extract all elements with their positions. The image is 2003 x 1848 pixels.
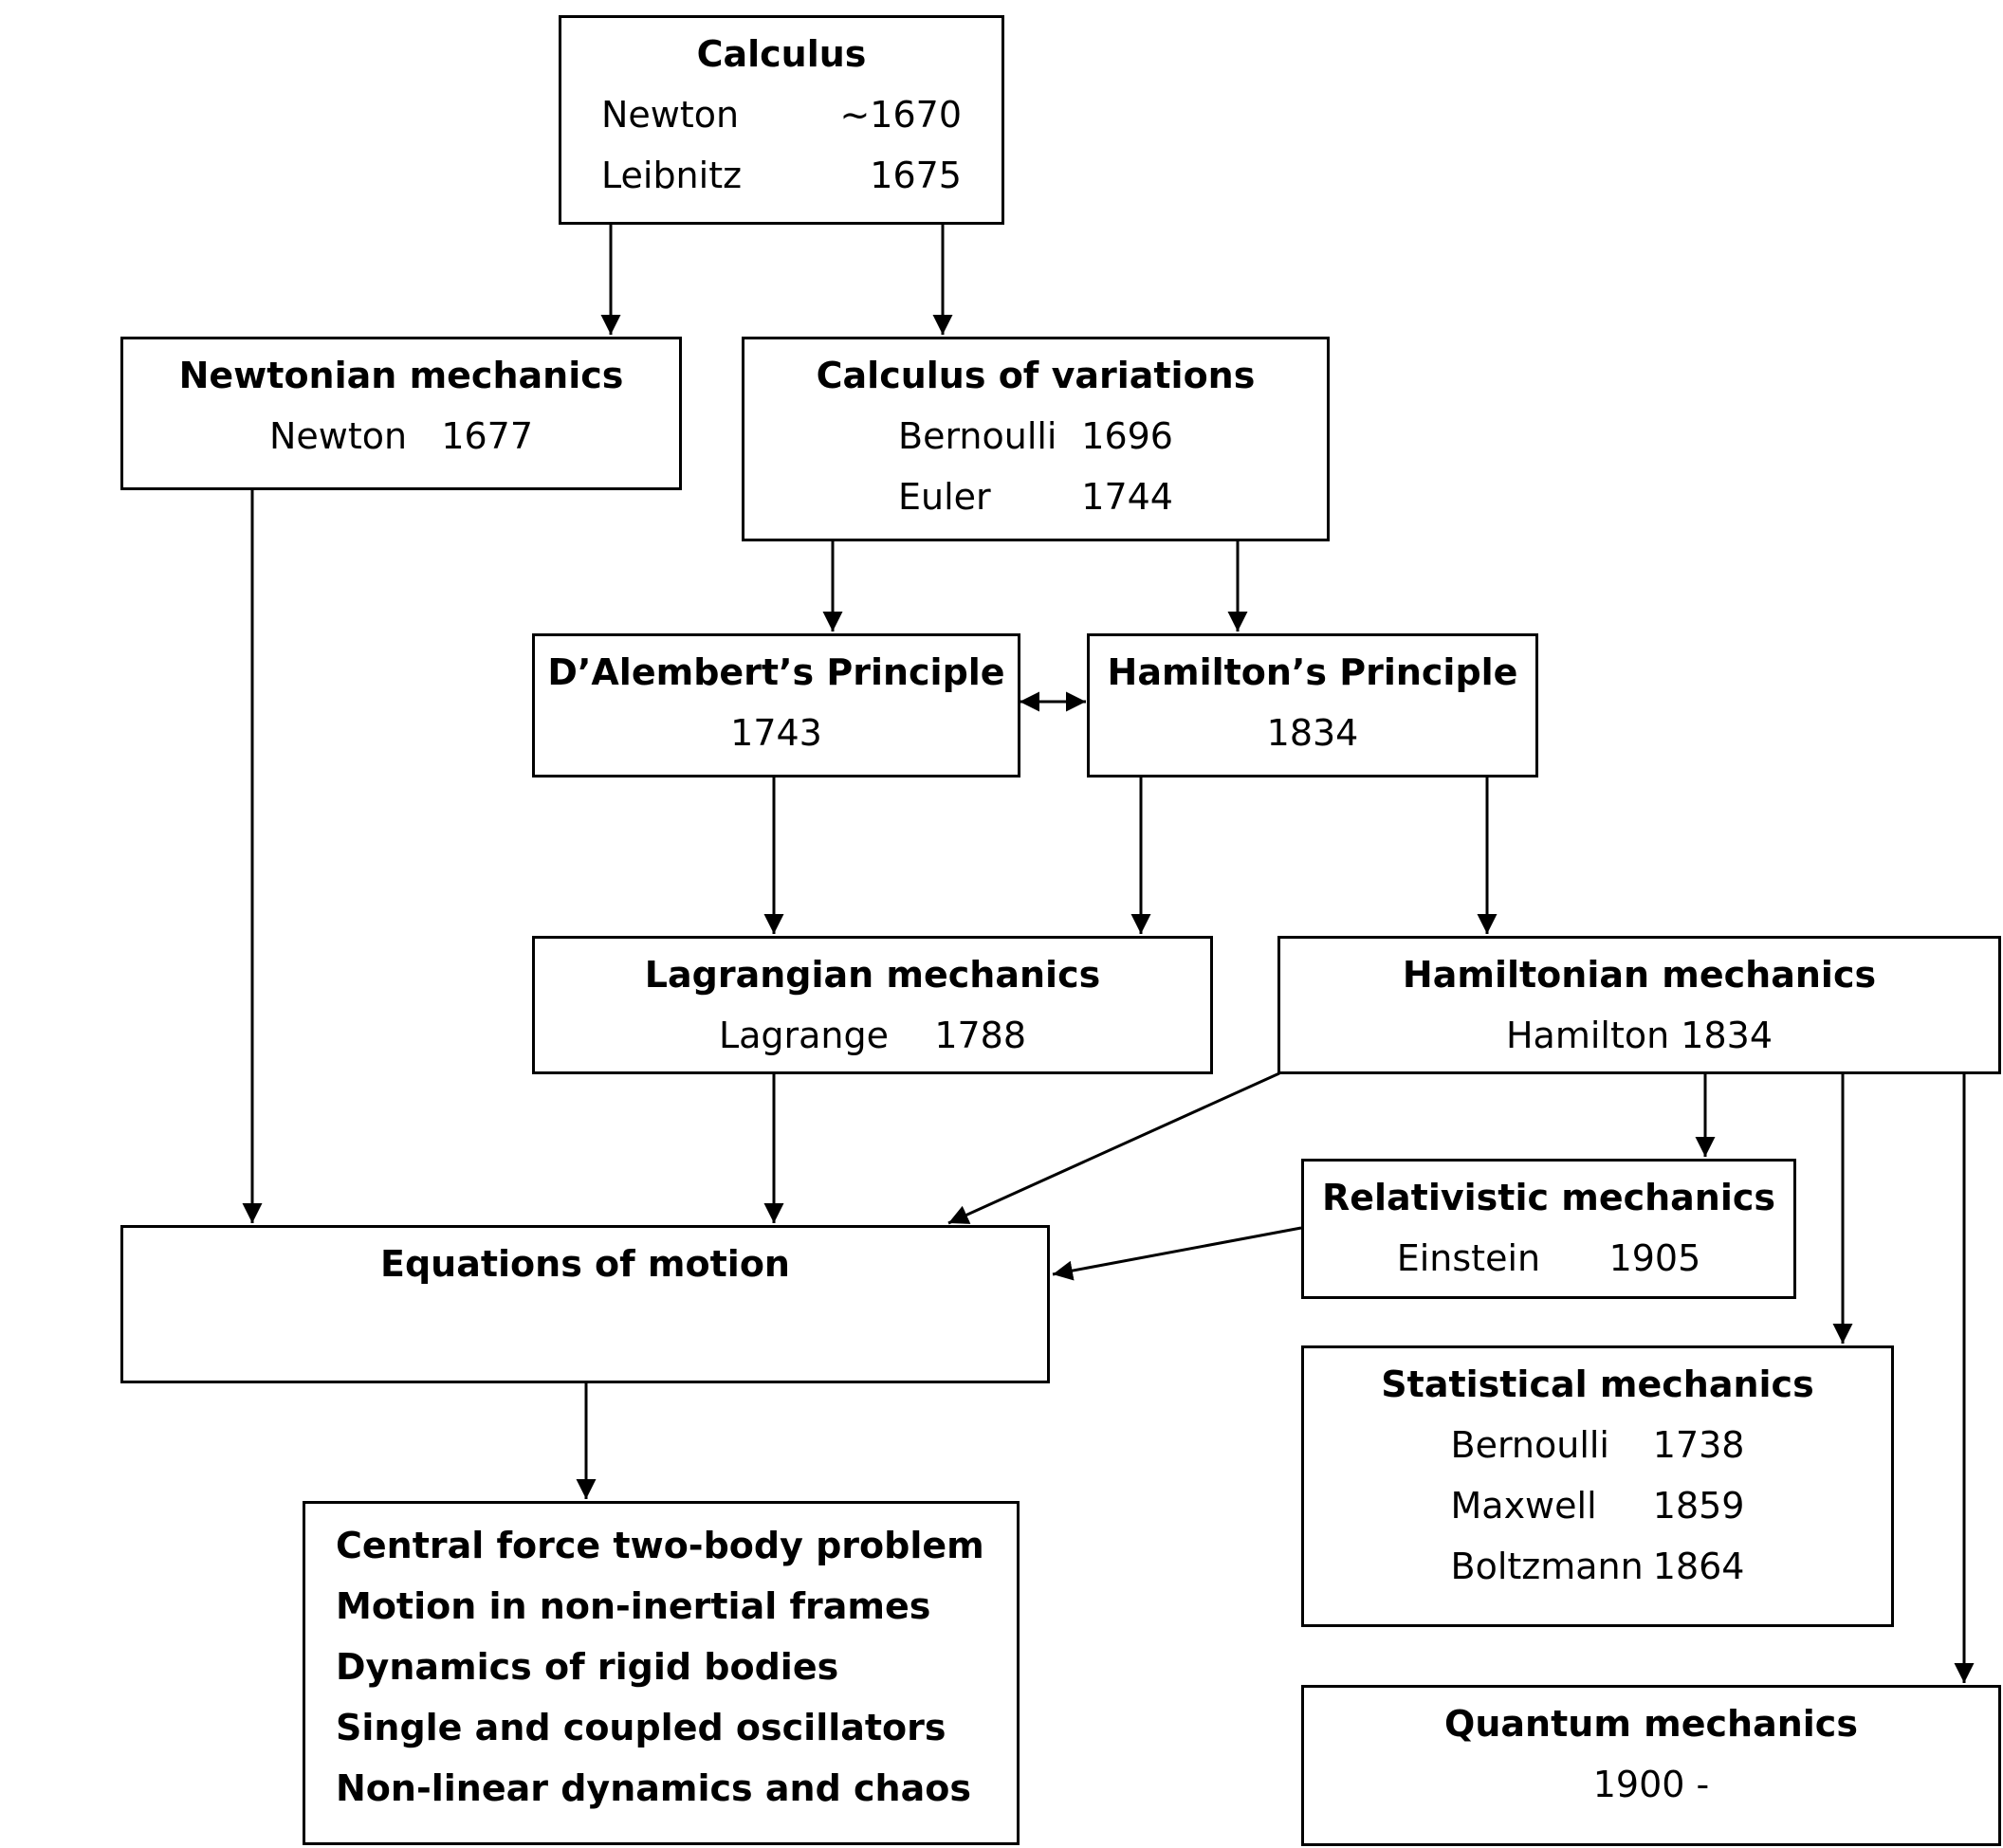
quantum-year: 1900 - bbox=[1592, 1764, 1710, 1805]
relativistic-mechanics-box: Relativistic mechanics Einstein 1905 bbox=[1301, 1159, 1796, 1299]
equations-title: Equations of motion bbox=[380, 1243, 790, 1285]
variations-row-bernoulli: Bernoulli 1696 bbox=[744, 406, 1327, 467]
variations-title: Calculus of variations bbox=[816, 355, 1256, 396]
variations-row-euler: Euler 1744 bbox=[744, 467, 1327, 527]
quantum-mechanics-box: Quantum mechanics 1900 - bbox=[1301, 1685, 2001, 1846]
relativistic-author-year: Einstein 1905 bbox=[1396, 1237, 1701, 1279]
statistical-row-maxwell: Maxwell 1859 bbox=[1304, 1475, 1891, 1536]
lagrangian-title: Lagrangian mechanics bbox=[644, 954, 1101, 996]
calculus-of-variations-box: Calculus of variations Bernoulli 1696 Eu… bbox=[742, 337, 1330, 541]
calculus-row-leibnitz: Leibnitz 1675 bbox=[561, 145, 1002, 206]
newtonian-author-year: Newton 1677 bbox=[268, 415, 534, 457]
statistical-name: Boltzmann bbox=[1450, 1546, 1644, 1587]
statistical-year: 1738 bbox=[1652, 1424, 1745, 1466]
statistical-title: Statistical mechanics bbox=[1381, 1363, 1814, 1405]
topic-item: Non-linear dynamics and chaos bbox=[336, 1767, 971, 1809]
newtonian-mechanics-box: Newtonian mechanics Newton 1677 bbox=[120, 337, 682, 490]
calculus-box: Calculus Newton ~1670 Leibnitz 1675 bbox=[559, 15, 1004, 225]
arrow-relativistic-to-equations bbox=[1052, 1226, 1302, 1281]
variations-year: 1744 bbox=[1081, 476, 1173, 518]
calculus-name: Leibnitz bbox=[601, 155, 743, 196]
statistical-row-bernoulli: Bernoulli 1738 bbox=[1304, 1415, 1891, 1475]
dalembert-year: 1743 bbox=[730, 712, 822, 754]
calculus-title: Calculus bbox=[696, 33, 867, 75]
lagrangian-author-year: Lagrange 1788 bbox=[718, 1015, 1027, 1056]
topic-item: Single and coupled oscillators bbox=[336, 1707, 946, 1748]
statistical-year: 1859 bbox=[1652, 1485, 1745, 1527]
statistical-name: Maxwell bbox=[1450, 1485, 1597, 1527]
lagrangian-mechanics-box: Lagrangian mechanics Lagrange 1788 bbox=[532, 936, 1213, 1074]
statistical-name: Bernoulli bbox=[1450, 1424, 1610, 1466]
statistical-mechanics-box: Statistical mechanics Bernoulli 1738 Max… bbox=[1301, 1345, 1894, 1627]
newtonian-title: Newtonian mechanics bbox=[178, 355, 624, 396]
hamilton-principle-box: Hamilton’s Principle 1834 bbox=[1087, 633, 1538, 778]
topic-item: Motion in non-inertial frames bbox=[336, 1585, 931, 1627]
variations-year: 1696 bbox=[1081, 415, 1173, 457]
calculus-row-newton: Newton ~1670 bbox=[561, 84, 1002, 145]
topics-box: Central force two-body problem Motion in… bbox=[303, 1501, 1020, 1845]
topic-item: Dynamics of rigid bodies bbox=[336, 1646, 839, 1688]
quantum-title: Quantum mechanics bbox=[1444, 1703, 1858, 1745]
variations-name: Euler bbox=[898, 476, 991, 518]
topic-item: Central force two-body problem bbox=[336, 1525, 984, 1566]
hamiltonian-mechanics-box: Hamiltonian mechanics Hamilton 1834 bbox=[1277, 936, 2001, 1074]
variations-name: Bernoulli bbox=[898, 415, 1057, 457]
hamilton-principle-year: 1834 bbox=[1266, 712, 1359, 754]
statistical-row-boltzmann: Boltzmann 1864 bbox=[1304, 1536, 1891, 1597]
statistical-year: 1864 bbox=[1652, 1546, 1745, 1587]
calculus-year: ~1670 bbox=[839, 94, 962, 136]
dalembert-principle-box: D’Alembert’s Principle 1743 bbox=[532, 633, 1020, 778]
hamiltonian-author-year: Hamilton 1834 bbox=[1505, 1015, 1773, 1056]
arrow-hamiltonian-to-equations bbox=[947, 1071, 1280, 1225]
calculus-year: 1675 bbox=[870, 155, 962, 196]
calculus-name: Newton bbox=[601, 94, 740, 136]
hamilton-principle-title: Hamilton’s Principle bbox=[1107, 651, 1518, 693]
dalembert-title: D’Alembert’s Principle bbox=[547, 651, 1005, 693]
equations-of-motion-box: Equations of motion bbox=[120, 1225, 1050, 1383]
hamiltonian-title: Hamiltonian mechanics bbox=[1402, 954, 1877, 996]
relativistic-title: Relativistic mechanics bbox=[1321, 1177, 1776, 1218]
